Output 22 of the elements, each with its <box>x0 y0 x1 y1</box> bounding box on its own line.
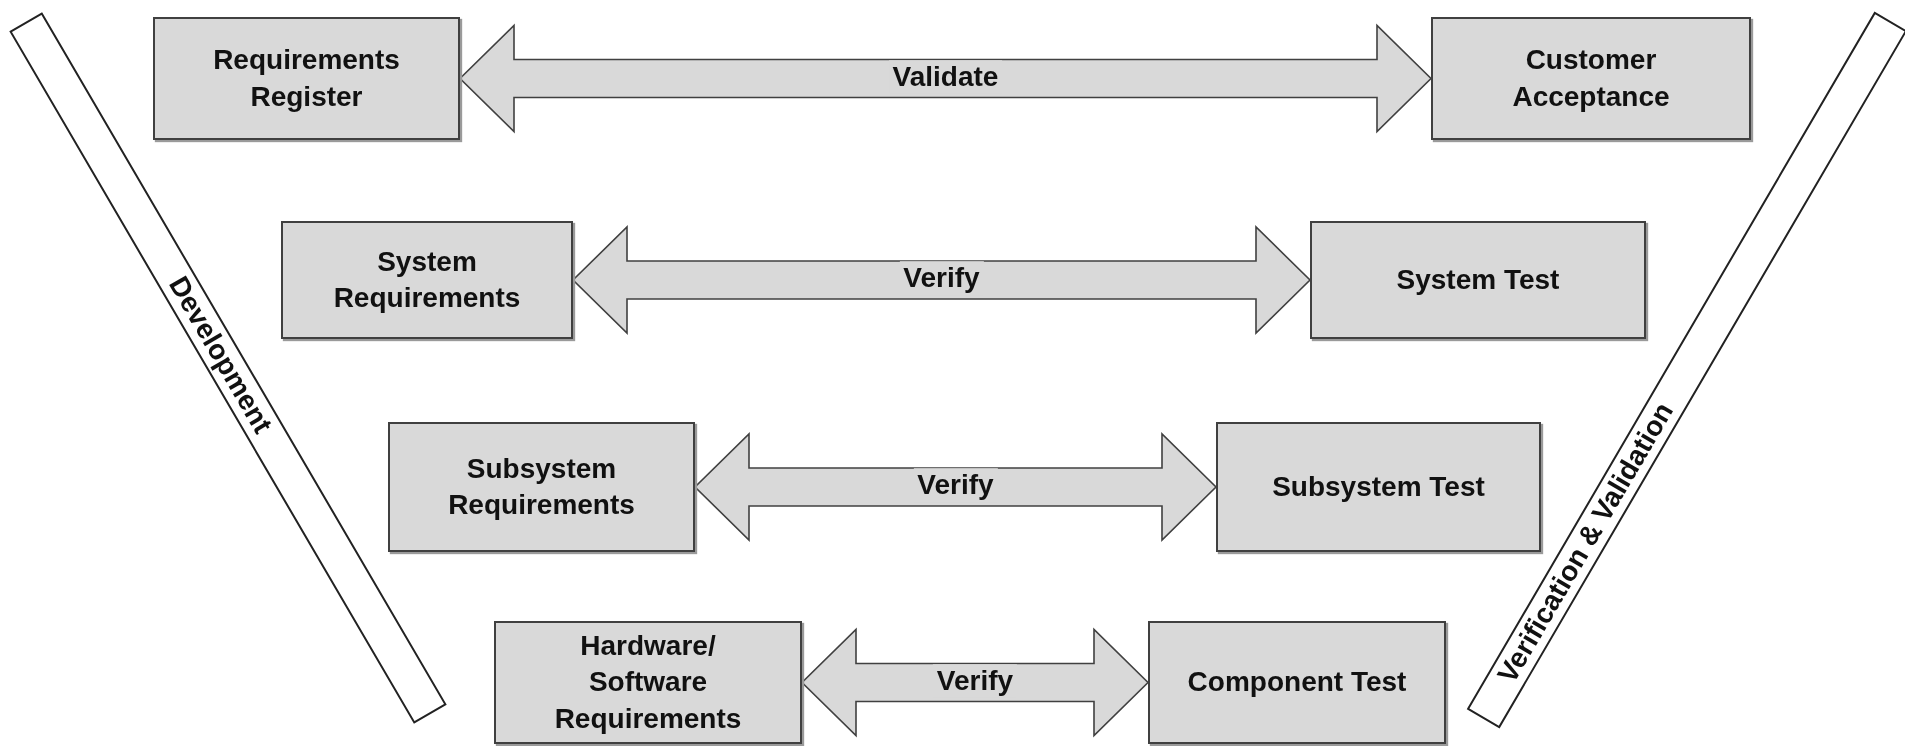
process-box <box>281 221 573 339</box>
process-box <box>494 621 802 744</box>
double-block-arrow <box>571 225 1312 335</box>
process-box <box>153 17 460 140</box>
node-label: System Test <box>1395 262 1561 297</box>
node-label: Subsystem Requirements <box>447 451 636 522</box>
double-block-arrow <box>458 23 1433 134</box>
node-label: Component Test <box>1186 665 1408 700</box>
node-label: Hardware/ Software Requirements <box>553 628 743 736</box>
process-box <box>1216 422 1541 552</box>
process-box <box>1431 17 1751 140</box>
edge-label: Verify <box>899 261 984 295</box>
process-box <box>1310 221 1646 339</box>
process-box <box>1148 621 1446 744</box>
edge-label: Verify <box>913 468 998 502</box>
node-label: Customer Acceptance <box>1511 43 1671 114</box>
edge-label: Verify <box>932 663 1018 698</box>
process-box <box>388 422 695 552</box>
node-label: System Requirements <box>332 244 522 315</box>
node-label: Requirements Register <box>212 43 401 114</box>
node-label: Subsystem Test <box>1271 469 1486 504</box>
double-block-arrow <box>693 432 1218 542</box>
